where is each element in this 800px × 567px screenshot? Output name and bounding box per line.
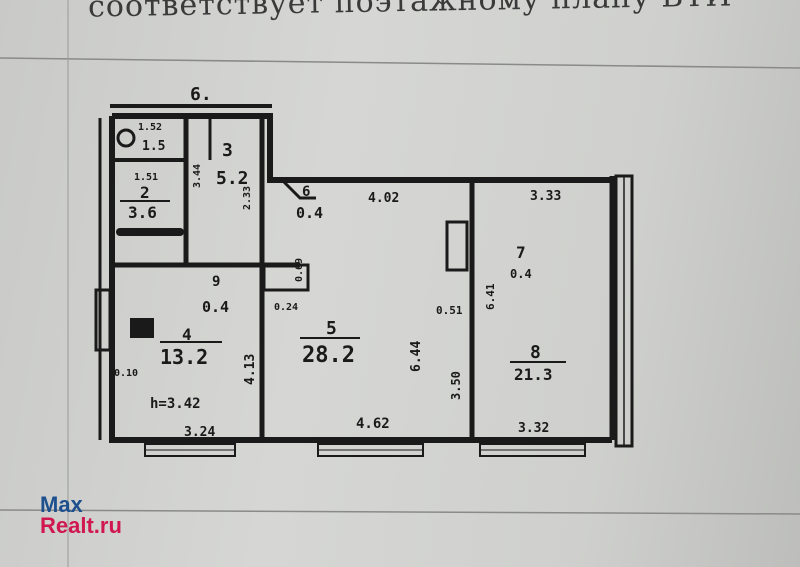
room-5-number: 5 bbox=[326, 318, 337, 339]
room-5-area: 28.2 bbox=[302, 343, 355, 368]
dim-0-51: 0.51 bbox=[436, 304, 463, 317]
room-3-number: 3 bbox=[222, 140, 233, 161]
room-7-number: 7 bbox=[516, 243, 526, 262]
watermark-logo: Max Realt.ru bbox=[40, 492, 122, 538]
top-label: 6. bbox=[190, 84, 212, 105]
watermark-line2: Realt.ru bbox=[40, 513, 122, 538]
room-2-area: 3.6 bbox=[128, 203, 157, 222]
paper-edge bbox=[0, 509, 800, 515]
room-6-area: 0.4 bbox=[296, 204, 323, 222]
dim-0-24: 0.24 bbox=[274, 302, 298, 313]
dim-3-50: 3.50 bbox=[449, 371, 463, 400]
room-4-area: 13.2 bbox=[160, 345, 208, 369]
room-6-number: 6 bbox=[302, 184, 310, 200]
room-4-height: h=3.42 bbox=[150, 396, 201, 412]
room-9-number: 9 bbox=[212, 274, 220, 290]
room-1-dim: 1.52 bbox=[138, 122, 162, 133]
plan-labels: 6. 1.52 1.5 1.51 2 3.6 3 5.2 3.44 2.33 6… bbox=[114, 84, 561, 440]
room-1-area: 1.5 bbox=[142, 139, 165, 154]
dim-3-32: 3.32 bbox=[518, 421, 549, 436]
room-4-number: 4 bbox=[182, 325, 192, 344]
dim-0-10: 0.10 bbox=[114, 368, 138, 379]
dim-6-44: 6.44 bbox=[409, 341, 424, 372]
dim-4-62: 4.62 bbox=[356, 416, 390, 432]
room-9-area: 0.4 bbox=[202, 298, 229, 316]
room-7-area: 0.4 bbox=[510, 267, 532, 281]
dim-0-69: 0.69 bbox=[294, 258, 305, 282]
dim-6-41: 6.41 bbox=[484, 283, 497, 310]
room-3-dim: 3.44 bbox=[192, 164, 203, 188]
stove-icon bbox=[130, 318, 154, 338]
dim-3-24: 3.24 bbox=[184, 425, 215, 440]
room-2-dim: 1.51 bbox=[134, 172, 158, 183]
dim-2-33: 2.33 bbox=[242, 186, 253, 210]
room-2-number: 2 bbox=[140, 183, 150, 202]
walls bbox=[94, 104, 634, 457]
room-3-area: 5.2 bbox=[216, 168, 249, 189]
dim-3-33: 3.33 bbox=[530, 189, 561, 204]
watermark-line1: Max bbox=[40, 492, 83, 517]
dim-4-13: 4.13 bbox=[243, 354, 258, 385]
paper-edge bbox=[0, 57, 800, 69]
room-8-number: 8 bbox=[530, 342, 541, 363]
dim-4-02: 4.02 bbox=[368, 191, 399, 206]
room-8-area: 21.3 bbox=[514, 365, 553, 384]
